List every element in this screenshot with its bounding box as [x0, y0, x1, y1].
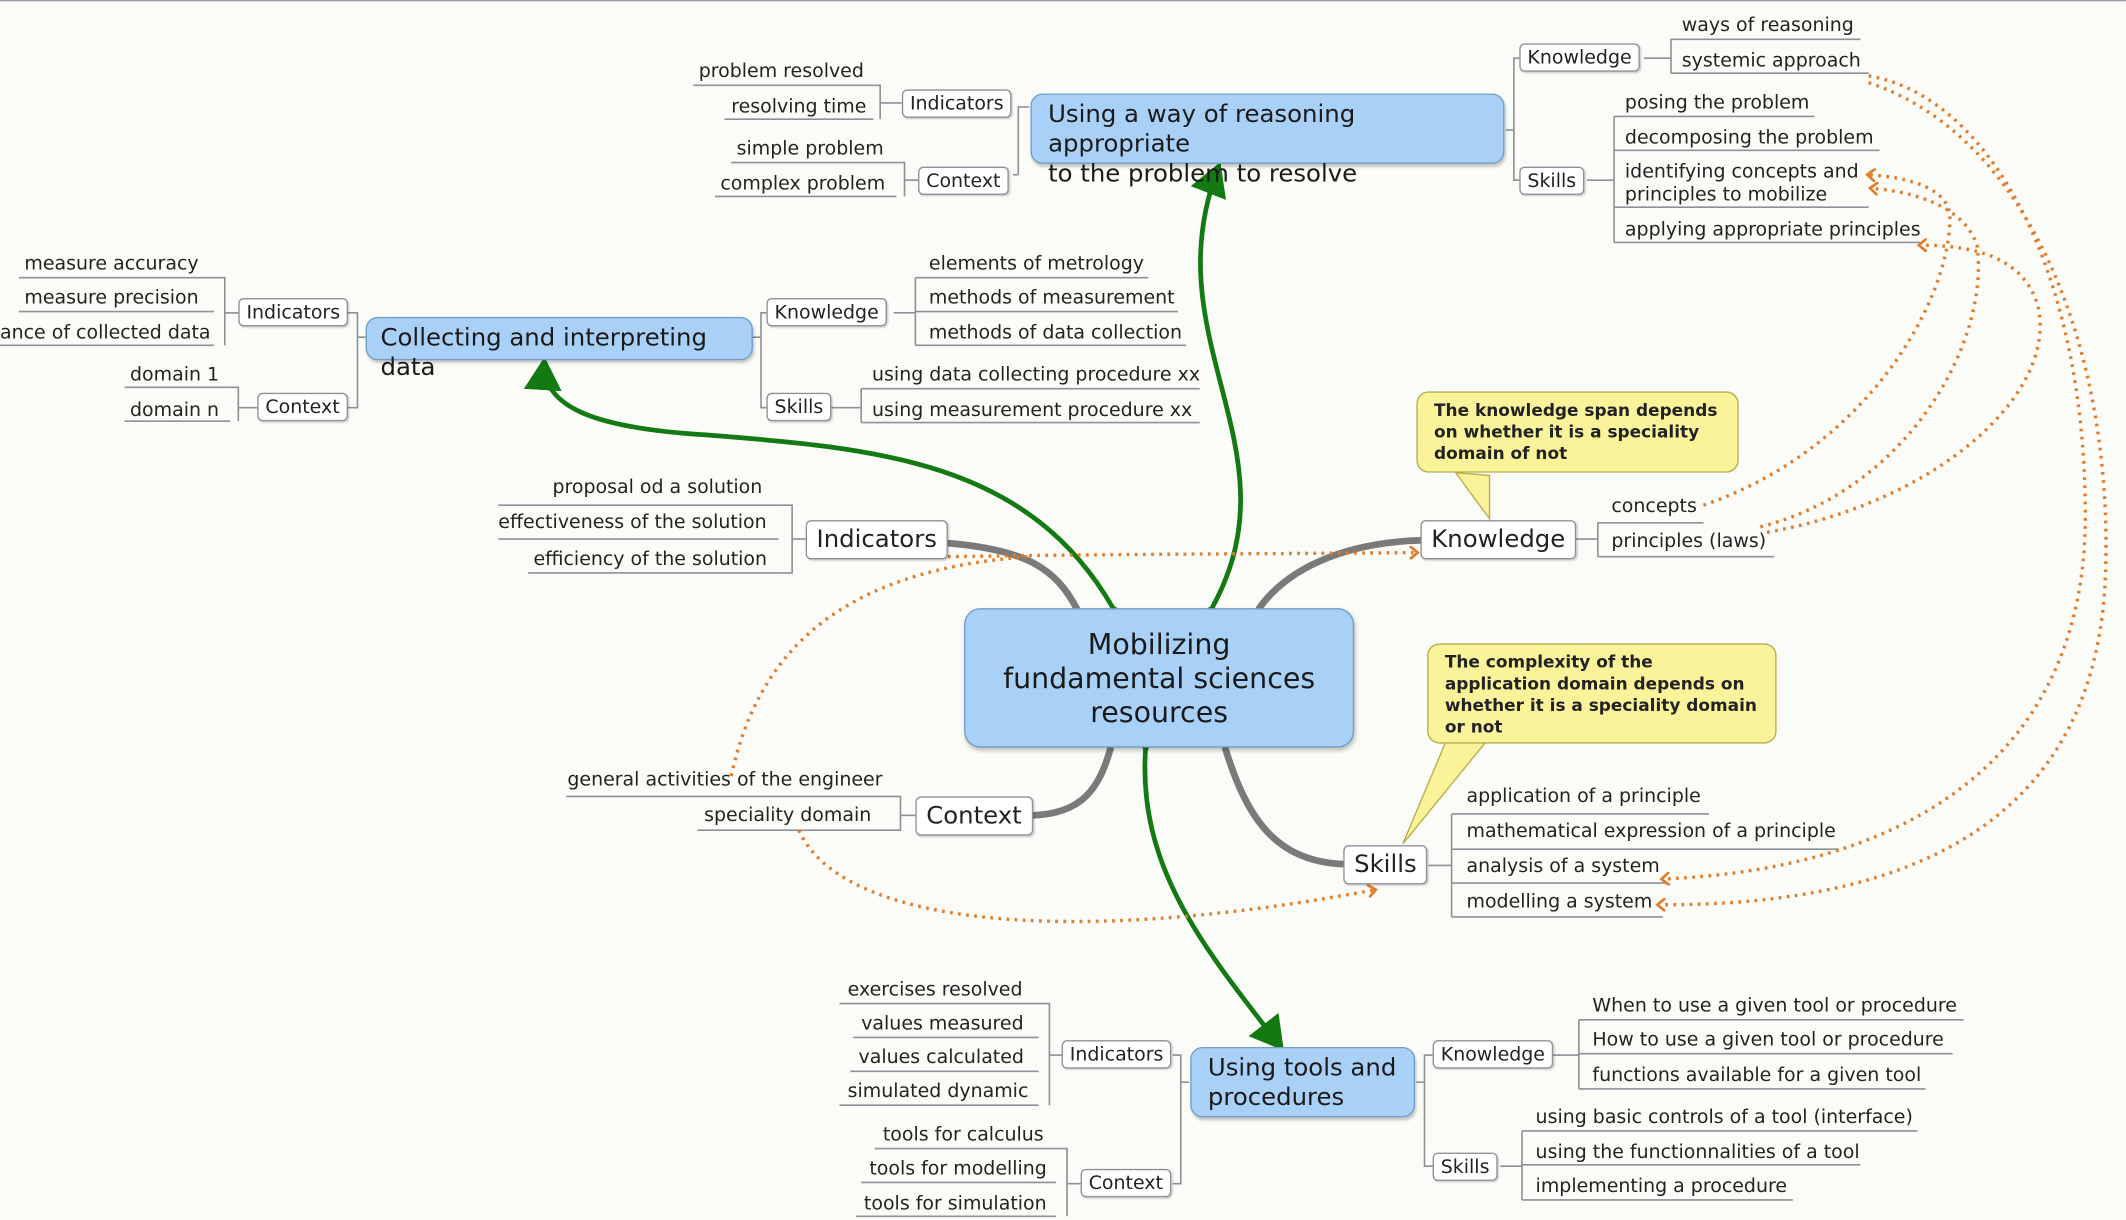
note-line: on whether it is a speciality: [1433, 421, 1700, 442]
reasoning-skills-node[interactable]: Skills: [1519, 166, 1585, 196]
topic-reasoning[interactable]: Using a way of reasoning appropriate to …: [1030, 93, 1505, 188]
main-context-item: general activities of the engineer: [567, 769, 883, 791]
collecting-indicator: measure accuracy: [24, 253, 199, 275]
main-skill: analysis of a system: [1466, 855, 1660, 878]
topic-tools[interactable]: Using tools and procedures: [1190, 1046, 1416, 1118]
main-indicator: proposal od a solution: [552, 476, 763, 499]
main-indicators-node[interactable]: Indicators: [805, 520, 948, 560]
tools-context-node[interactable]: Context: [1080, 1168, 1172, 1198]
tools-knowledge-item: When to use a given tool or procedure: [1592, 995, 1957, 1018]
tools-indicators-node[interactable]: Indicators: [1061, 1040, 1172, 1069]
topic-collecting[interactable]: Collecting and interpreting data: [365, 316, 753, 382]
note-line: domain of not: [1433, 442, 1568, 464]
tools-indicator: simulated dynamic: [847, 1080, 1029, 1103]
reasoning-indicators-node[interactable]: Indicators: [901, 89, 1012, 118]
collecting-skill: using data collecting procedure xx: [872, 364, 1201, 387]
complexity-note: The complexity of the application domain…: [1427, 643, 1777, 744]
note-line: The knowledge span depends: [1433, 399, 1718, 420]
topic-collecting-label: Collecting and interpreting data: [380, 323, 707, 382]
reasoning-indicator: resolving time: [731, 96, 867, 118]
collecting-knowledge-item: elements of metrology: [928, 253, 1144, 275]
main-knowledge-item: principles (laws): [1611, 530, 1767, 553]
main-context-node[interactable]: Context: [915, 796, 1033, 836]
central-topic-line: resources: [1090, 696, 1229, 729]
tools-indicator: values calculated: [858, 1046, 1024, 1069]
main-indicator: efficiency of the solution: [533, 548, 768, 571]
reasoning-skill: applying appropriate principles: [1624, 219, 1921, 242]
tools-knowledge-item: How to use a given tool or procedure: [1592, 1029, 1944, 1052]
tools-indicator: exercises resolved: [847, 979, 1023, 1001]
collecting-indicator: ance of collected data: [0, 322, 211, 345]
reasoning-skill: principles to mobilize: [1624, 184, 1828, 206]
note-line: application domain depends on: [1444, 673, 1745, 694]
note-line: whether it is a speciality domain: [1444, 694, 1757, 716]
collecting-context-node[interactable]: Context: [257, 392, 348, 422]
reasoning-skill: identifying concepts and: [1624, 161, 1859, 183]
collecting-context-item: domain n: [129, 399, 220, 422]
main-skill: mathematical expression of a principle: [1466, 820, 1836, 843]
collecting-indicator: measure precision: [24, 287, 199, 309]
tools-skill: using the functionnalities of a tool: [1535, 1141, 1860, 1164]
topic-reasoning-line: Using a way of reasoning appropriate: [1048, 100, 1356, 159]
tools-context-item: tools for calculus: [882, 1124, 1044, 1146]
tools-indicator: values measured: [861, 1013, 1024, 1035]
reasoning-indicator: problem resolved: [698, 60, 864, 83]
central-topic[interactable]: Mobilizing fundamental sciences resource…: [964, 608, 1355, 748]
topic-tools-line: Using tools and: [1207, 1053, 1397, 1083]
main-skill: application of a principle: [1466, 785, 1701, 808]
reasoning-knowledge-item: systemic approach: [1681, 50, 1861, 72]
main-knowledge-node[interactable]: Knowledge: [1420, 520, 1577, 560]
tools-skill: implementing a procedure: [1535, 1175, 1788, 1198]
tools-context-item: tools for modelling: [869, 1158, 1047, 1180]
collecting-knowledge-item: methods of measurement: [928, 287, 1175, 309]
tools-knowledge-node[interactable]: Knowledge: [1432, 1040, 1554, 1069]
collecting-knowledge-node[interactable]: Knowledge: [766, 297, 887, 327]
reasoning-skill: decomposing the problem: [1624, 127, 1874, 149]
reasoning-context-node[interactable]: Context: [918, 166, 1009, 196]
reasoning-knowledge-item: ways of reasoning: [1681, 14, 1854, 37]
main-context-item: speciality domain: [704, 804, 872, 827]
note-line: The complexity of the: [1444, 651, 1653, 672]
reasoning-knowledge-node[interactable]: Knowledge: [1519, 43, 1640, 72]
reasoning-skill: posing the problem: [1624, 92, 1810, 114]
collecting-skills-node[interactable]: Skills: [766, 392, 832, 422]
tools-skills-node[interactable]: Skills: [1432, 1152, 1498, 1182]
main-skill: modelling a system: [1466, 891, 1653, 913]
collecting-knowledge-item: methods of data collection: [928, 322, 1183, 345]
main-skills-node[interactable]: Skills: [1343, 845, 1428, 885]
main-indicator: effectiveness of the solution: [498, 511, 767, 534]
knowledge-note: The knowledge span depends on whether it…: [1416, 391, 1739, 473]
central-topic-line: fundamental sciences: [1003, 662, 1316, 695]
collecting-context-item: domain 1: [129, 364, 220, 387]
collecting-skill: using measurement procedure xx: [872, 399, 1193, 422]
reasoning-context-item: simple problem: [736, 138, 884, 160]
note-line: or not: [1444, 716, 1503, 737]
tools-context-item: tools for simulation: [863, 1193, 1047, 1215]
topic-tools-line: procedures: [1207, 1083, 1345, 1112]
tools-knowledge-item: functions available for a given tool: [1592, 1064, 1922, 1087]
main-knowledge-item: concepts: [1611, 495, 1697, 518]
topic-reasoning-line: to the problem to resolve: [1048, 159, 1358, 189]
reasoning-context-item: complex problem: [720, 173, 886, 196]
central-topic-line: Mobilizing: [1087, 628, 1231, 661]
collecting-indicators-node[interactable]: Indicators: [238, 297, 349, 327]
tools-skill: using basic controls of a tool (interfac…: [1535, 1106, 1913, 1129]
